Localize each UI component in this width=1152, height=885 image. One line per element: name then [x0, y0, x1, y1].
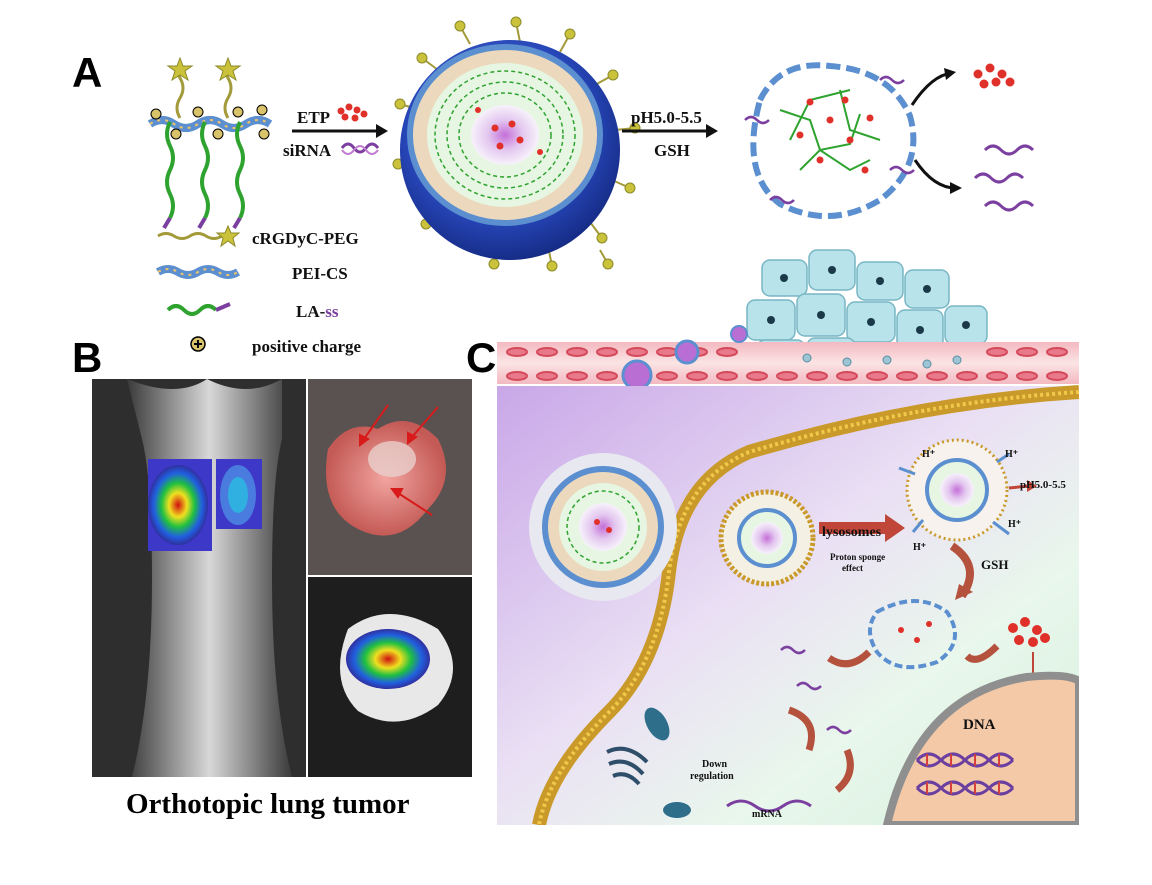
released-complex: [868, 599, 957, 670]
nucleus: [881, 671, 1083, 829]
polymer-conjugate: [147, 56, 273, 230]
etp-drug-icon: [337, 103, 368, 122]
ph-condition-label: pH5.0-5.5: [1020, 479, 1066, 491]
panel-b-caption: Orthotopic lung tumor: [126, 788, 410, 820]
assembly-arrow: [292, 103, 388, 155]
dna-helix-icon: [915, 752, 1015, 796]
bioluminescence-signal-left: [148, 459, 212, 551]
endosome: [718, 489, 816, 587]
sirna-icon: [340, 142, 380, 154]
legend-charge-label: positive charge: [252, 337, 362, 356]
legend-peg-label: cRGDyC-PEG: [252, 229, 359, 248]
proton-sponge-label-2: effect: [842, 563, 863, 573]
panel-label-c: C: [466, 334, 497, 381]
panel-c-svg: [497, 249, 1083, 829]
lysosome-particle: [898, 438, 1037, 542]
legend-la-label: LA-ss: [296, 303, 339, 320]
proton-sponge-label-1: Proton sponge: [830, 552, 886, 562]
legend-la-prefix: LA-: [296, 302, 326, 321]
etp-label: ETP: [297, 108, 331, 127]
mitochondrion-icon: [644, 707, 670, 741]
release-arrow: [622, 124, 718, 138]
circulating-nanoparticle: [621, 325, 748, 391]
disassembled-particle: [744, 62, 1035, 220]
h-plus-label: H⁺: [913, 542, 927, 553]
ph-label: pH5.0-5.5: [631, 108, 702, 127]
legend: [155, 224, 241, 352]
legend-star-icon: [215, 224, 241, 248]
lysosomes-label: lysosomes: [822, 525, 882, 540]
mrna-strand: [726, 799, 812, 813]
h-plus-label: H⁺: [1008, 519, 1022, 530]
legend-la-swatch: [166, 304, 218, 316]
panel-b-svg: [92, 379, 472, 777]
ex-vivo-signal: [346, 629, 430, 689]
gsh-condition-label: GSH: [981, 557, 1009, 572]
h-plus-label: H⁺: [922, 449, 936, 460]
panel-a-diagram: [147, 16, 1035, 352]
mitochondrion-icon: [663, 802, 691, 818]
gsh-label: GSH: [654, 141, 690, 160]
panel-label-a: A: [72, 49, 103, 96]
dna-label: DNA: [963, 717, 996, 733]
positive-charge-icon: [150, 104, 270, 140]
sirna-fragment: [780, 645, 852, 735]
golgi-icon: [606, 746, 649, 786]
down-regulation-label-1: Down: [702, 759, 728, 770]
nanoparticle-outside: [529, 453, 677, 601]
rgd-star-icon: [166, 56, 194, 82]
legend-peg-swatch: [157, 232, 223, 240]
panel-label-b: B: [72, 334, 103, 381]
panel-b-images: [92, 379, 472, 777]
lysosome-arrow: [819, 514, 905, 542]
panel-c-diagram: [497, 240, 1083, 829]
down-regulation-label-2: regulation: [690, 771, 734, 782]
sirna-label: siRNA: [283, 141, 332, 160]
tumor-arrow-icon: [359, 404, 439, 516]
released-drug: [1008, 617, 1050, 647]
bioluminescence-signal-right: [216, 459, 262, 529]
mrna-label: mRNA: [752, 809, 782, 820]
nanoparticle: [392, 16, 641, 272]
h-plus-label: H⁺: [1005, 449, 1019, 460]
legend-ss-suffix: ss: [325, 302, 339, 321]
rgd-star-icon: [214, 56, 242, 82]
legend-pei-label: PEI-CS: [292, 264, 348, 283]
